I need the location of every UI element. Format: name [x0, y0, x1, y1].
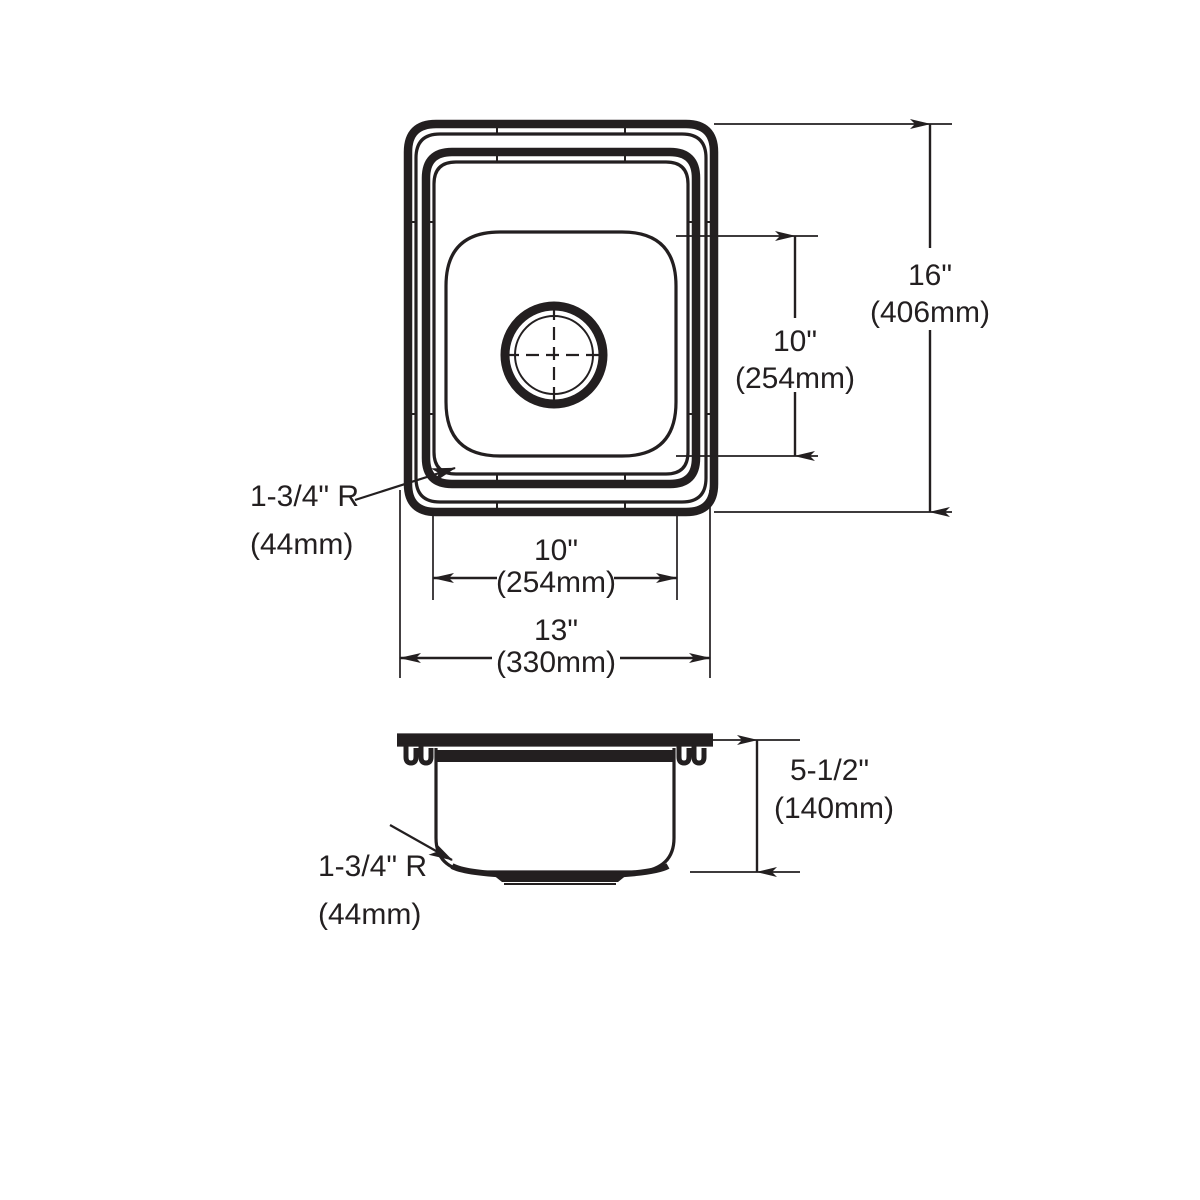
- bowl-height-metric-label: (254mm): [735, 362, 855, 395]
- plan-bottom-extension-lines: [399, 490, 711, 678]
- section-bowl-wall-right: [560, 748, 676, 874]
- plan-view: [403, 119, 719, 517]
- sink-deck-outline: [403, 119, 719, 517]
- corner-radius-section-leader: [389, 824, 453, 861]
- overall-height-metric-label: (406mm): [870, 296, 990, 329]
- corner-radius-section-metric-label: (44mm): [318, 898, 421, 931]
- bowl-width-metric-label: (254mm): [496, 566, 616, 599]
- dimension-overall-width: 13" (330mm): [399, 614, 711, 679]
- bowl-depth-inch-label: 5-1/2": [790, 754, 869, 787]
- bowl-width-inch-label: 10": [534, 534, 578, 567]
- dimension-bowl-height: 10" (254mm): [735, 231, 855, 461]
- bowl-height-inch-label: 10": [773, 325, 817, 358]
- overall-height-inch-label: 16": [908, 259, 952, 292]
- section-bowl-wall-left: [434, 748, 560, 874]
- overall-width-metric-label: (330mm): [496, 646, 616, 679]
- section-view: [397, 733, 713, 885]
- callout-corner-radius-plan: 1-3/4" R (44mm): [250, 466, 456, 561]
- bowl-flange-inner-line: [432, 160, 690, 476]
- corner-radius-section-inch-label: 1-3/4" R: [318, 850, 427, 883]
- corner-radius-plan-leader: [354, 466, 456, 502]
- bowl-flange-outline: [421, 147, 701, 489]
- corner-radius-plan-inch-label: 1-3/4" R: [250, 480, 359, 513]
- corner-radius-plan-metric-label: (44mm): [250, 528, 353, 561]
- bowl-depth-metric-label: (140mm): [774, 792, 894, 825]
- callout-corner-radius-section: 1-3/4" R (44mm): [318, 824, 453, 931]
- sink-deck-inner-line: [414, 132, 708, 504]
- dimension-bowl-width: 10" (254mm): [432, 534, 678, 599]
- section-mounting-clips-right: [676, 745, 707, 766]
- section-drain-boss: [492, 874, 628, 882]
- section-mounting-clips-left: [403, 745, 434, 766]
- drain-opening: [500, 301, 608, 409]
- bowl-bottom-outline: [444, 230, 678, 458]
- dimension-bowl-depth: 5-1/2" (140mm): [737, 735, 894, 877]
- overall-width-inch-label: 13": [534, 614, 578, 647]
- rim-clip-ticks: [408, 124, 714, 512]
- section-rim-channel: [437, 752, 673, 760]
- section-deck-plate: [397, 735, 713, 744]
- dimension-overall-height: 16" (406mm): [870, 119, 990, 517]
